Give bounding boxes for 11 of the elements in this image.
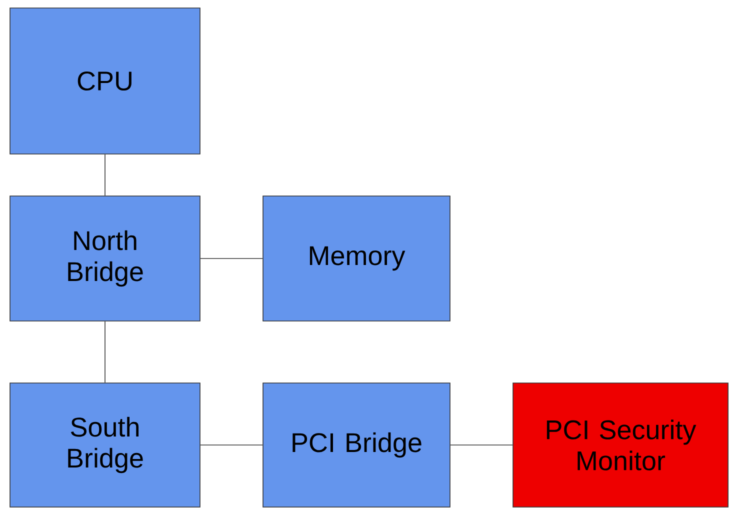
highlighted-box: PCI Security Monitor — [512, 382, 728, 508]
process-box: Memory — [262, 196, 450, 322]
process-box: CPU — [10, 8, 200, 154]
process-box: South Bridge — [10, 382, 200, 508]
connector-line — [200, 444, 263, 446]
connector-line — [200, 258, 263, 259]
connector-line — [104, 321, 106, 383]
process-box: North Bridge — [10, 196, 200, 322]
connector-line — [450, 444, 513, 446]
connector-line — [104, 154, 106, 196]
process-box: PCI Bridge — [262, 382, 450, 508]
